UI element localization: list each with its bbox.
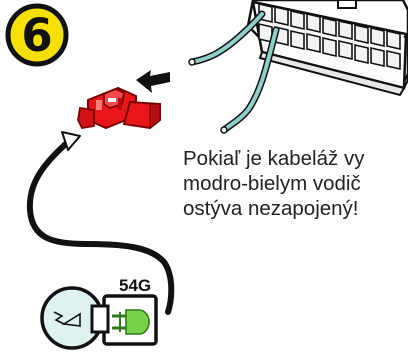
- arrow-left-icon: [136, 70, 170, 93]
- splice-connector-icon: [77, 86, 161, 130]
- note-line-2: modro-bielym vodič: [183, 172, 361, 195]
- wiring-harness-connector-icon: [246, 0, 408, 97]
- step-badge: 6: [5, 3, 69, 67]
- note-line-1: Pokiaľ je kabeláž vy: [183, 147, 365, 170]
- black-cable: [26, 131, 175, 315]
- teal-wires: [188, 10, 280, 134]
- component-label: 54G: [119, 276, 151, 295]
- step-number: 6: [21, 9, 52, 62]
- instruction-note: Pokiaľ je kabeláž vy modro-bielym vodič …: [183, 146, 408, 221]
- note-line-3: ostýva nezapojený!: [183, 197, 359, 220]
- bulb-icon: [40, 286, 158, 350]
